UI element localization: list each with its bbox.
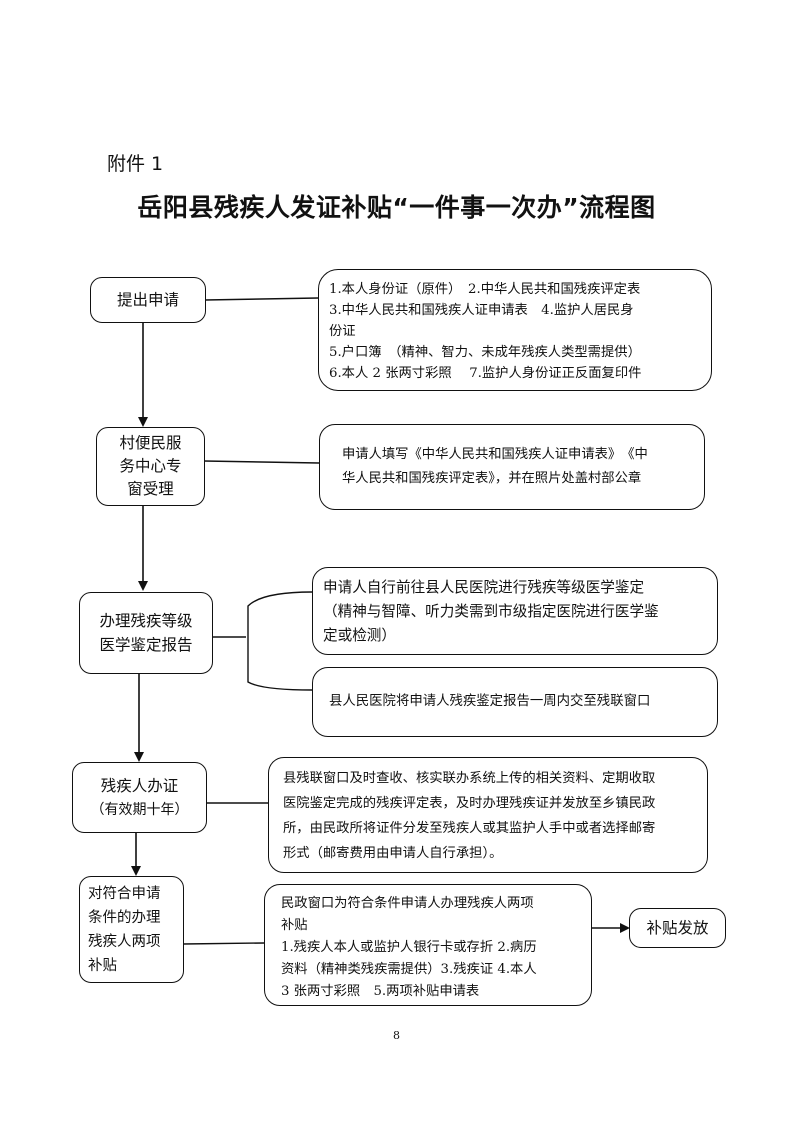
note-line: 申请人自行前往县人民医院进行残疾等级医学鉴定 xyxy=(323,579,645,596)
note-line: 资料（精神类残疾需提供）3.残疾证 4.本人 xyxy=(281,962,537,977)
step-line: 对符合申请 xyxy=(88,885,161,902)
note-line: 华人民共和国残疾评定表》，并在照片处盖村部公章 xyxy=(342,471,642,486)
note-line: 5.户口簿 （精神、智力、未成年残疾人类型需提供） xyxy=(329,345,641,360)
note-line: 所，由民政所将证件分发至残疾人或其监护人手中或者选择邮寄 xyxy=(283,821,656,836)
note-line: 县残联窗口及时查收、核实联办系统上传的相关资料、定期收取 xyxy=(283,771,656,786)
step-subsidy-apply: 对符合申请 条件的办理 残疾人两项 补贴 xyxy=(79,876,184,983)
note-line: 形式（邮寄费用由申请人自行承担）。 xyxy=(283,846,503,861)
step-line: 村便民服 xyxy=(119,434,182,452)
step-subsidy-issue: 补贴发放 xyxy=(629,908,726,948)
note-line: 6.本人 2 张两寸彩照 7.监护人身份证正反面复印件 xyxy=(329,366,642,381)
note-line: 民政窗口为符合条件申请人办理残疾人两项 xyxy=(281,896,534,911)
step-line: 残疾人两项 xyxy=(88,933,161,950)
page-title: 岳阳县残疾人发证补贴“一件事一次办”流程图 xyxy=(137,193,656,222)
connector-subsidy-note xyxy=(182,942,265,945)
note-line: 3 张两寸彩照 5.两项补贴申请表 xyxy=(281,984,480,999)
step-line: 办理残疾等级 xyxy=(99,612,193,630)
step-line: 补贴发放 xyxy=(646,919,709,937)
step-line: 残疾人办证 xyxy=(100,776,179,795)
note-line: 1.本人身份证（原件） 2.中华人民共和国残疾评定表 xyxy=(329,282,641,297)
note-line: 医院鉴定完成的残疾评定表，及时办理残疾证并发放至乡镇民政 xyxy=(283,796,656,811)
note-assessment-report: 县人民医院将申请人残疾鉴定报告一周内交至残联窗口 xyxy=(312,667,718,737)
note-line: （精神与智障、听力类需到市级指定医院进行医学鉴 xyxy=(323,603,659,620)
note-village: 申请人填写《中华人民共和国残疾人证申请表》 《中 华人民共和国残疾评定表》，并在… xyxy=(319,424,705,510)
note-assessment-hospital: 申请人自行前往县人民医院进行残疾等级医学鉴定 （精神与智障、听力类需到市级指定医… xyxy=(312,567,718,655)
step-line: 务中心专 xyxy=(119,457,182,475)
connector-apply-note xyxy=(204,297,319,301)
step-line: 医学鉴定报告 xyxy=(99,636,193,654)
note-line: 定或检测） xyxy=(323,627,396,644)
note-line: 份证 xyxy=(329,324,356,339)
connector-village-note xyxy=(203,460,320,464)
step-apply: 提出申请 xyxy=(90,277,206,323)
note-line: 1.残疾人本人或监护人银行卡或存折 2.病历 xyxy=(281,940,537,955)
note-line: 补贴 xyxy=(281,918,308,933)
step-assessment: 办理残疾等级 医学鉴定报告 xyxy=(79,592,213,674)
bracket-assessment xyxy=(247,591,313,691)
note-apply-documents: 1.本人身份证（原件） 2.中华人民共和国残疾评定表 3.中华人民共和国残疾人证… xyxy=(318,269,712,391)
note-subsidy: 民政窗口为符合条件申请人办理残疾人两项 补贴 1.残疾人本人或监护人银行卡或存折… xyxy=(264,884,592,1006)
step-village: 村便民服 务中心专 窗受理 xyxy=(96,427,205,506)
step-certificate: 残疾人办证 （有效期十年） xyxy=(72,762,207,833)
note-line: 3.中华人民共和国残疾人证申请表 4.监护人居民身 xyxy=(329,303,634,318)
page-number: 8 xyxy=(393,1029,400,1042)
step-line: 窗受理 xyxy=(127,480,174,498)
note-certificate: 县残联窗口及时查收、核实联办系统上传的相关资料、定期收取 医院鉴定完成的残疾评定… xyxy=(268,757,708,873)
step-line: 条件的办理 xyxy=(88,909,161,926)
step-line: （有效期十年） xyxy=(90,801,189,818)
note-line: 申请人填写《中华人民共和国残疾人证申请表》 《中 xyxy=(342,447,648,462)
step-line: 补贴 xyxy=(88,957,117,974)
attachment-label: 附件 1 xyxy=(107,153,164,175)
note-line: 县人民医院将申请人残疾鉴定报告一周内交至残联窗口 xyxy=(329,694,651,709)
step-line: 提出申请 xyxy=(116,291,179,309)
